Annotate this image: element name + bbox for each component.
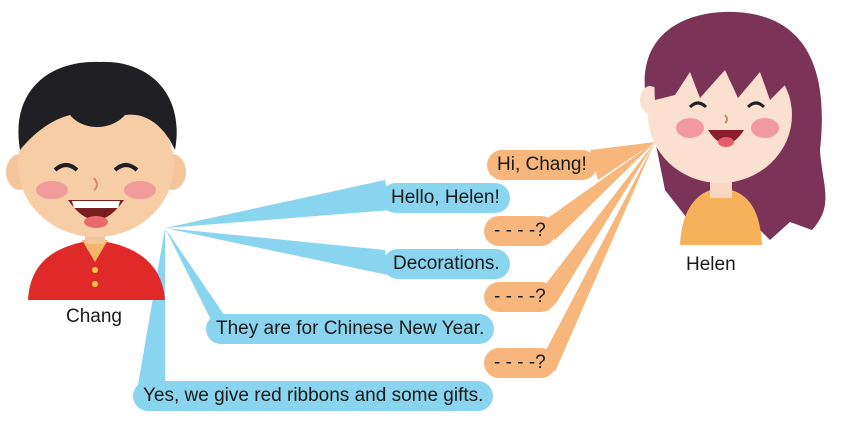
helen-speech-tails <box>545 142 655 372</box>
helen-bubble-4: - - - -? <box>484 348 556 378</box>
helen-bubble-2: - - - -? <box>484 216 556 246</box>
helen-character <box>640 11 826 245</box>
helen-hair <box>654 19 803 108</box>
chang-character <box>6 61 186 300</box>
chang-bubble-4: Yes, we give red ribbons and some gifts. <box>133 381 494 411</box>
chang-bubble-2: Decorations. <box>383 249 510 279</box>
chang-bubble-1: Hello, Helen! <box>381 183 510 213</box>
chang-speech-tails <box>138 180 392 400</box>
helen-bubble-1: Hi, Chang! <box>487 150 597 180</box>
chang-bubble-3: They are for Chinese New Year. <box>206 314 495 344</box>
chang-hair <box>18 61 177 150</box>
helen-top <box>680 188 762 245</box>
helen-name-label: Helen <box>686 254 736 275</box>
helen-bubble-3: - - - -? <box>484 282 556 312</box>
chang-name-label: Chang <box>66 306 122 327</box>
